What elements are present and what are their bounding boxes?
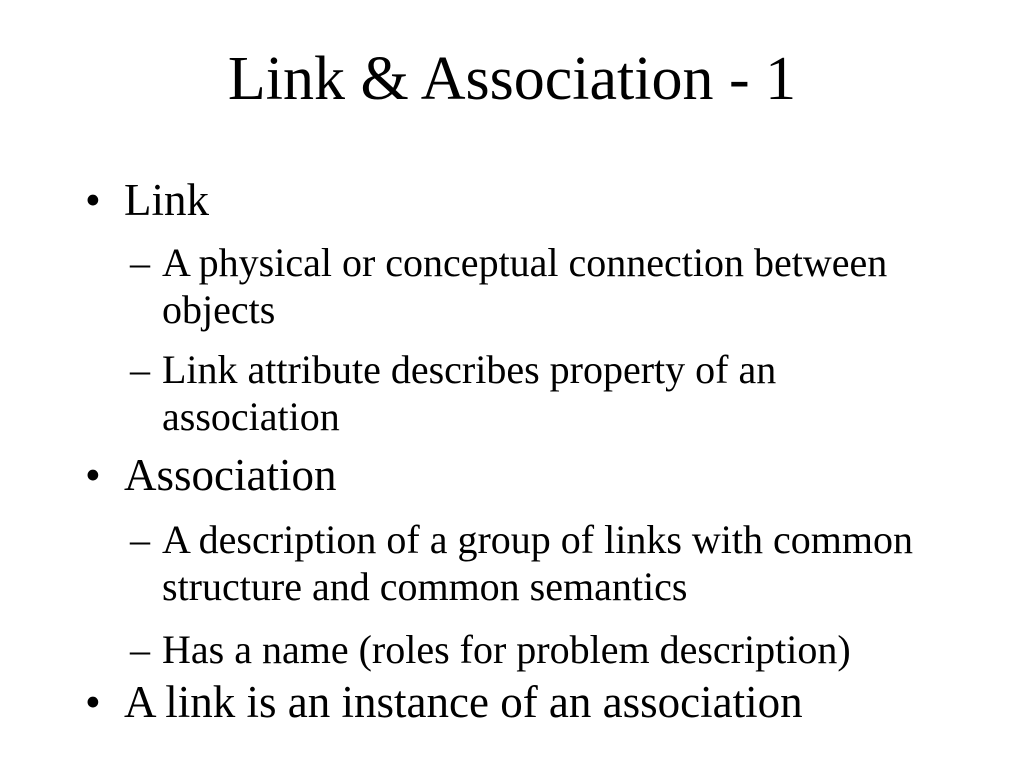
bullet-item: • Association bbox=[0, 449, 970, 501]
dash-icon: – bbox=[130, 240, 150, 285]
sub-bullet-item: – Link attribute describes property of a… bbox=[0, 346, 970, 440]
sub-bullet-text: A description of a group of links with c… bbox=[162, 517, 914, 609]
sub-bullet-text: Link attribute describes property of an … bbox=[162, 347, 777, 439]
sub-bullet-text: Has a name (roles for problem descriptio… bbox=[162, 627, 851, 672]
bullet-icon: • bbox=[85, 450, 101, 500]
dash-icon: – bbox=[130, 347, 150, 392]
sub-bullet-item: – Has a name (roles for problem descript… bbox=[0, 626, 970, 673]
sub-bullet-text: A physical or conceptual connection betw… bbox=[162, 240, 888, 332]
bullet-text: A link is an instance of an association bbox=[124, 677, 803, 727]
bullet-icon: • bbox=[85, 677, 101, 727]
bullet-item: • A link is an instance of an associatio… bbox=[0, 676, 970, 728]
bullet-text: Link bbox=[124, 175, 209, 225]
dash-icon: – bbox=[130, 517, 150, 562]
sub-bullet-item: – A physical or conceptual connection be… bbox=[0, 239, 970, 333]
bullet-item: • Link bbox=[0, 174, 970, 226]
slide-title: Link & Association - 1 bbox=[227, 45, 797, 113]
sub-bullet-item: – A description of a group of links with… bbox=[0, 516, 970, 610]
bullet-icon: • bbox=[85, 175, 101, 225]
bullet-text: Association bbox=[124, 450, 337, 500]
dash-icon: – bbox=[130, 627, 150, 672]
